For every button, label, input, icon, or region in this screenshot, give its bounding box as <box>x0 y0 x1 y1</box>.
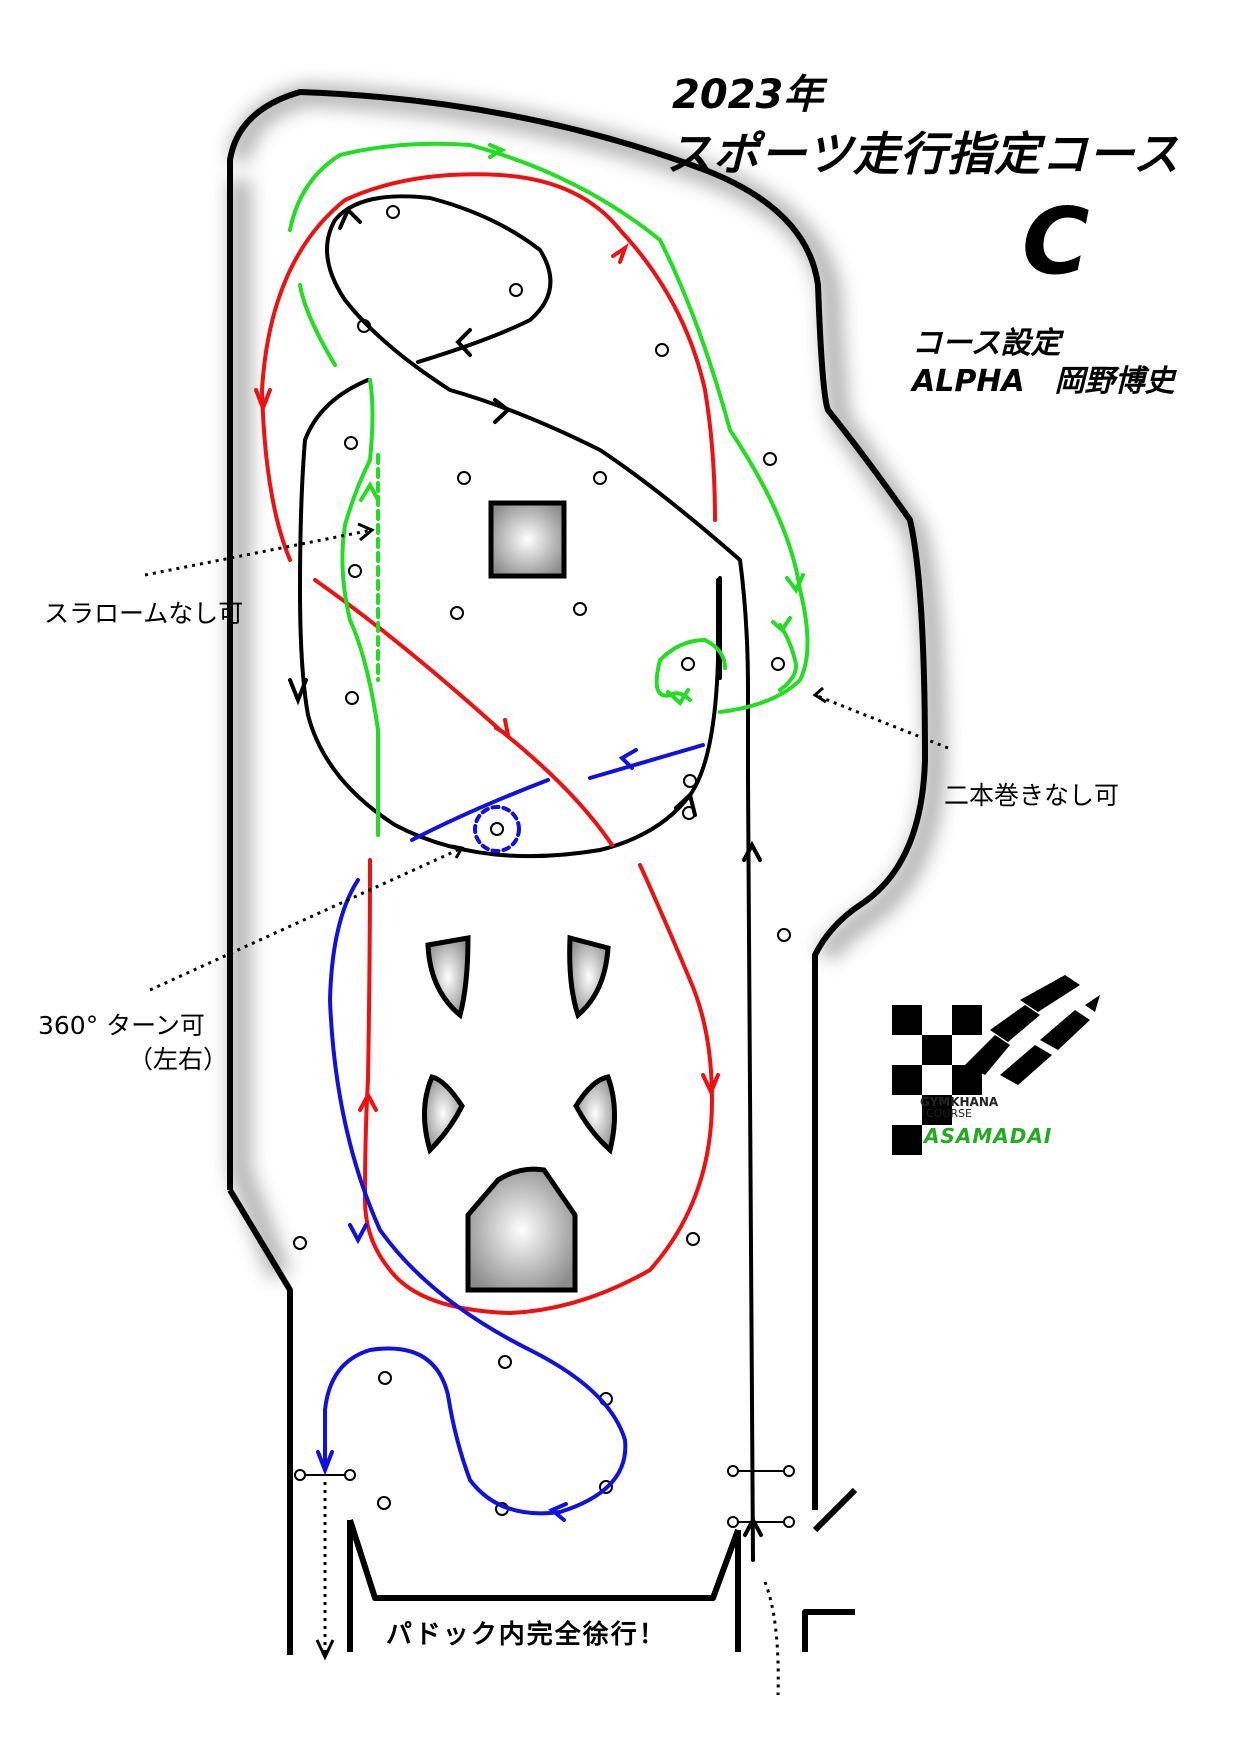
setter-name: ALPHA 岡野博史 <box>912 364 1175 399</box>
pylon-marker <box>681 657 695 671</box>
pylon-marker <box>686 1232 700 1246</box>
logo-line2: COURSE <box>926 1107 972 1120</box>
wall-shadow <box>227 83 947 1279</box>
gymkhana-logo <box>892 975 1100 1155</box>
center-block <box>488 500 567 579</box>
pylon-marker <box>771 657 785 671</box>
pylon-marker <box>573 602 587 616</box>
pylon-marker <box>386 205 400 219</box>
note-turn-direction: （左右） <box>128 1045 229 1074</box>
pylon-marker <box>293 1236 307 1250</box>
obstacles <box>421 500 618 1293</box>
note-double-loop-optional: 二本巻きなし可 <box>944 781 1120 810</box>
pylon-marker <box>763 452 777 466</box>
pylon-markers <box>293 205 791 1516</box>
pylon-marker <box>345 691 359 705</box>
setter-label: コース設定 <box>912 326 1061 361</box>
annotation-arrowheads <box>315 522 827 1661</box>
start-gates <box>294 1465 795 1528</box>
track-walls <box>227 89 928 1655</box>
pylon-marker <box>450 606 464 620</box>
title-year: 2023年 <box>672 72 824 118</box>
course-letter: C <box>1022 188 1090 295</box>
cone-right-1 <box>567 934 611 1020</box>
cone-left-1 <box>425 935 471 1020</box>
route-green <box>288 141 810 837</box>
pylon-marker <box>348 564 362 578</box>
logo-brand: ASAMADAI <box>924 1124 1053 1148</box>
annotation-arrows <box>144 528 949 1696</box>
route-red <box>254 172 720 1316</box>
logo-line1: GYMKHANA <box>920 1095 999 1109</box>
pylon-marker <box>344 436 358 450</box>
route-black <box>288 194 763 1562</box>
pylon-marker <box>457 471 471 485</box>
route-blue <box>316 743 705 1522</box>
pylon-marker <box>655 343 669 357</box>
cone-right-2 <box>573 1074 618 1155</box>
pylon-marker <box>777 928 791 942</box>
note-360-turn: 360° ターン可 <box>38 1011 205 1040</box>
pylon-marker <box>378 1371 392 1385</box>
note-slalom-optional: スラロームなし可 <box>44 599 244 628</box>
pylon-marker <box>498 1355 512 1369</box>
cone-left-2 <box>421 1074 465 1155</box>
paddock-warning: パドック内完全徐行！ <box>386 1620 667 1650</box>
pylon-marker <box>490 822 504 836</box>
page-title: スポーツ走行指定コース <box>666 127 1180 181</box>
pylon-marker <box>593 471 607 485</box>
pylon-marker <box>509 283 523 297</box>
pylon-marker <box>377 1496 391 1510</box>
pentagon-block <box>465 1166 578 1293</box>
